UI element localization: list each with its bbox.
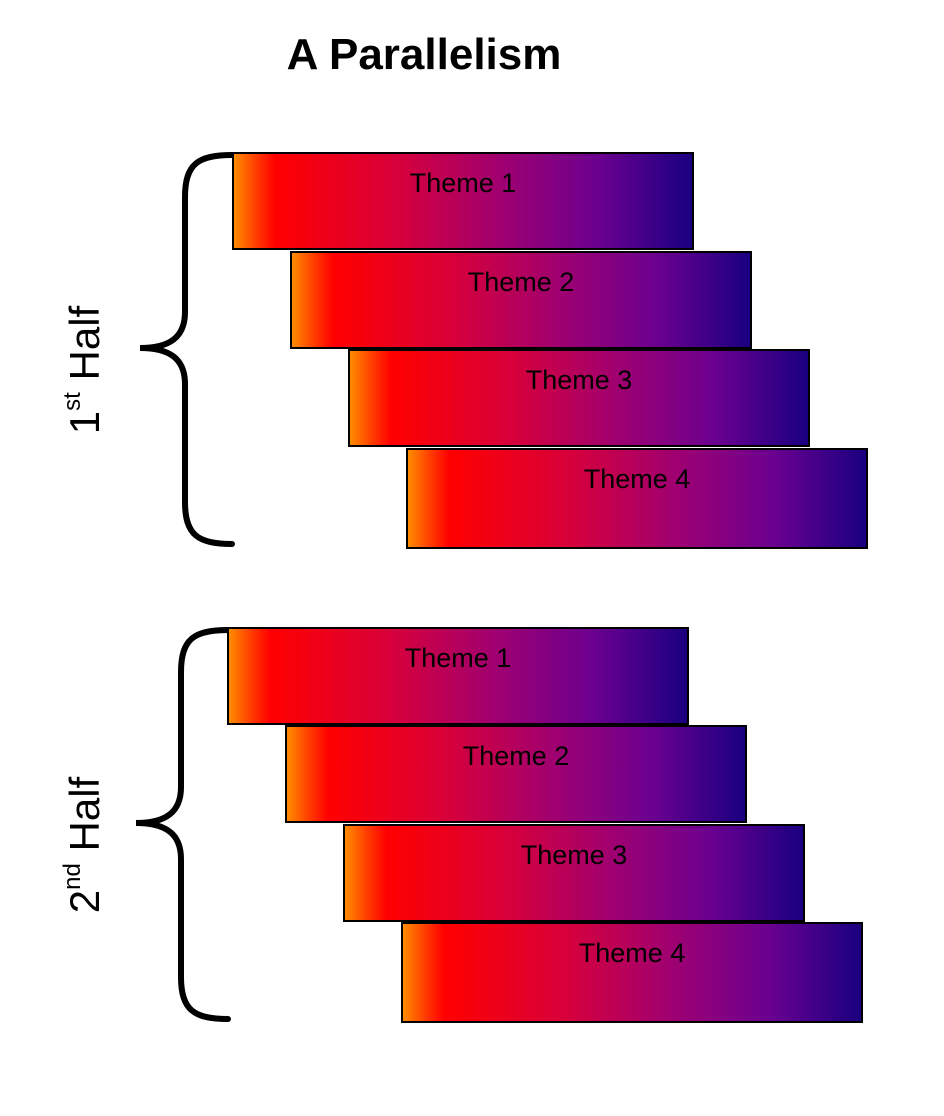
brace-second-half — [126, 627, 231, 1023]
first-half-theme-2-bar: Theme 2 — [290, 251, 752, 349]
second-half-theme-1-bar: Theme 1 — [227, 627, 689, 725]
first-half-theme-4-bar: Theme 4 — [406, 448, 868, 549]
brace-first-half — [130, 152, 235, 548]
second-half-theme-2-bar: Theme 2 — [285, 725, 747, 823]
bar-label: Theme 2 — [462, 741, 570, 771]
bar-label: Theme 4 — [583, 464, 691, 494]
bar-label: Theme 2 — [467, 267, 575, 297]
bar-label: Theme 4 — [578, 938, 686, 968]
bar-label: Theme 3 — [520, 840, 628, 870]
first-half-theme-1-bar: Theme 1 — [232, 152, 694, 250]
bar-label: Theme 3 — [525, 365, 633, 395]
second-half-theme-3-bar: Theme 3 — [343, 824, 805, 922]
bar-label: Theme 1 — [404, 643, 512, 673]
first-half-label: 1st Half — [59, 305, 108, 435]
second-half-label: 2nd Half — [59, 776, 108, 914]
second-half-theme-4-bar: Theme 4 — [401, 922, 863, 1023]
bar-label: Theme 1 — [409, 168, 517, 198]
diagram-title: A Parallelism — [286, 30, 562, 79]
first-half-theme-3-bar: Theme 3 — [348, 349, 810, 447]
